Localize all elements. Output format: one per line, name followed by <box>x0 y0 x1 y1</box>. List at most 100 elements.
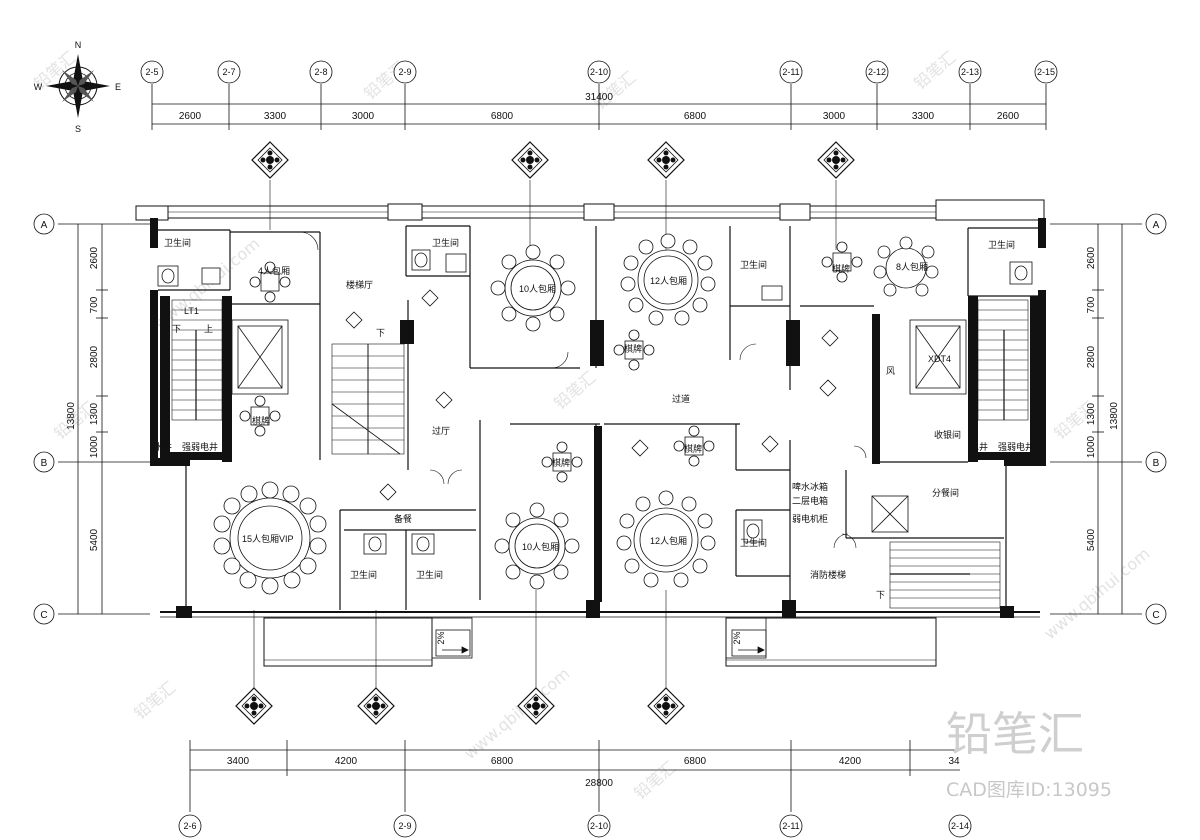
watermark-layer: 铅笔汇 铅笔汇 铅笔汇 铅笔汇 铅笔汇 铅笔汇 铅笔汇 铅笔汇 铅笔汇 www.… <box>30 48 1153 803</box>
axis-bubble: 2-8 <box>309 60 333 84</box>
fire-stair <box>889 541 1001 609</box>
section-marker-icon <box>235 687 273 725</box>
row-axis-bubbles-right: A B C <box>1145 213 1167 625</box>
slope-indicators <box>435 629 767 657</box>
card-table <box>541 441 583 483</box>
interior-walls <box>158 225 1038 610</box>
axis-bubble: 2-13 <box>958 60 982 84</box>
axis-bubble: C <box>1145 603 1167 625</box>
central-stair <box>331 343 405 455</box>
axis-bubble: 2-9 <box>393 814 417 838</box>
room-label: 分餐间 <box>932 487 959 498</box>
room-label: 卫生间 <box>432 237 459 248</box>
stair-core-left <box>171 299 223 421</box>
slope-label: 2% <box>436 631 446 644</box>
compass-south-label: S <box>75 124 81 134</box>
dimension-value: 700 <box>89 296 100 313</box>
room-label: 消防楼梯 <box>810 569 846 580</box>
svg-text:A: A <box>41 220 48 231</box>
watermark-text: 铅笔汇 <box>910 48 959 93</box>
bottom-dimension-chain <box>189 740 960 812</box>
right-dimension-values: 13800 2600 700 2800 1300 1000 5400 <box>1086 246 1120 551</box>
room-label: 强弱电井 <box>182 441 218 452</box>
room-label: 15人包厢VIP <box>242 533 294 544</box>
dimension-value: 2600 <box>1086 246 1097 269</box>
axis-bubble: 2-6 <box>178 814 202 838</box>
stair-core-right <box>977 299 1029 421</box>
dimension-value: 13800 <box>66 402 77 430</box>
room-label: 上 <box>204 324 213 334</box>
room-label: 卫生间 <box>740 537 767 548</box>
svg-text:C: C <box>40 610 47 621</box>
room-label: 过厅 <box>432 425 450 436</box>
dimension-value: 1000 <box>1086 435 1097 458</box>
room-label: 下 <box>876 590 885 600</box>
dimension-value: 3000 <box>823 111 846 122</box>
dimension-value: 34 <box>948 756 960 767</box>
compass-icon: N S E W <box>34 40 121 134</box>
dimension-value: 5400 <box>89 528 100 551</box>
room-label: 备餐 <box>394 513 412 524</box>
top-dimension-chain <box>151 84 1047 130</box>
dimension-value: 700 <box>1086 296 1097 313</box>
dimension-value: 4200 <box>335 756 358 767</box>
top-dimension-values: 2600 3300 3000 6800 6800 3000 3300 2600 <box>179 111 1020 122</box>
dimension-value: 6800 <box>684 111 707 122</box>
dimension-value: 3000 <box>352 111 375 122</box>
room-label: XDT4 <box>928 354 951 364</box>
dimension-value: 3400 <box>227 756 250 767</box>
room-label: 弱电机柜 <box>792 513 828 524</box>
svg-text:2-7: 2-7 <box>222 67 235 77</box>
section-marker-icon <box>357 687 395 725</box>
dimension-value: 6800 <box>491 111 514 122</box>
room-label: 风 <box>886 366 895 376</box>
marker-leaders <box>253 180 837 690</box>
axis-bubble: 2-10 <box>587 814 611 838</box>
svg-text:C: C <box>1152 610 1159 621</box>
left-dimension-values: 13800 2600 700 2800 1300 1000 5400 <box>66 246 100 551</box>
svg-text:2-6: 2-6 <box>183 821 196 831</box>
room-label: 卫生间 <box>350 569 377 580</box>
dimension-value: 3300 <box>264 111 287 122</box>
section-markers <box>235 141 855 725</box>
axis-bubble: 2-11 <box>779 60 803 84</box>
svg-text:B: B <box>41 458 48 469</box>
room-label: 4人包厢 <box>258 265 290 276</box>
room-label: 棋牌 <box>832 263 850 274</box>
compass-west-label: W <box>34 82 43 92</box>
room-label: 啤水冰箱 <box>792 481 828 492</box>
room-label: 楼梯厅 <box>346 279 373 290</box>
room-label: 棋牌 <box>624 343 642 354</box>
axis-bubble: 2-9 <box>393 60 417 84</box>
top-axis-bubbles: 2-5 2-7 2-8 2-9 2-10 2-11 2-12 2-13 2-15 <box>140 60 1058 84</box>
room-label: 12人包厢 <box>650 535 687 546</box>
bottom-dimension-values: 3400 4200 6800 6800 4200 34 28800 <box>227 756 960 789</box>
room-label: 二层电箱 <box>792 495 828 506</box>
bottom-total-dimension: 28800 <box>585 778 613 789</box>
room-label: 过道 <box>672 393 690 404</box>
svg-text:B: B <box>1153 458 1160 469</box>
section-marker-icon <box>817 141 855 179</box>
axis-bubble: C <box>33 603 55 625</box>
elevator-left <box>231 319 289 395</box>
dimension-value: 2800 <box>1086 345 1097 368</box>
room-label: 12人包厢 <box>650 275 687 286</box>
room-labels: 卫生间 4人包厢 LT1 下 上 楼梯厅 下 卫生间 10人包厢 12人包厢 卫… <box>154 237 1034 600</box>
axis-bubble: 2-10 <box>587 60 611 84</box>
dimension-value: 1000 <box>89 435 100 458</box>
dimension-value: 13800 <box>1109 402 1120 430</box>
dumbwaiter <box>871 495 909 533</box>
axis-bubble: B <box>1145 451 1167 473</box>
axis-bubble: 2-5 <box>140 60 164 84</box>
svg-text:2-12: 2-12 <box>868 67 886 77</box>
room-label: 强弱电井 <box>998 441 1034 452</box>
round-table-8-top <box>873 236 939 297</box>
svg-text:2-5: 2-5 <box>145 67 158 77</box>
room-label: 10人包厢 <box>519 283 556 294</box>
svg-text:2-15: 2-15 <box>1037 67 1055 77</box>
card-tables <box>239 241 863 483</box>
svg-text:2-9: 2-9 <box>398 67 411 77</box>
room-label: 水井 <box>154 441 172 452</box>
svg-text:2-14: 2-14 <box>951 821 969 831</box>
